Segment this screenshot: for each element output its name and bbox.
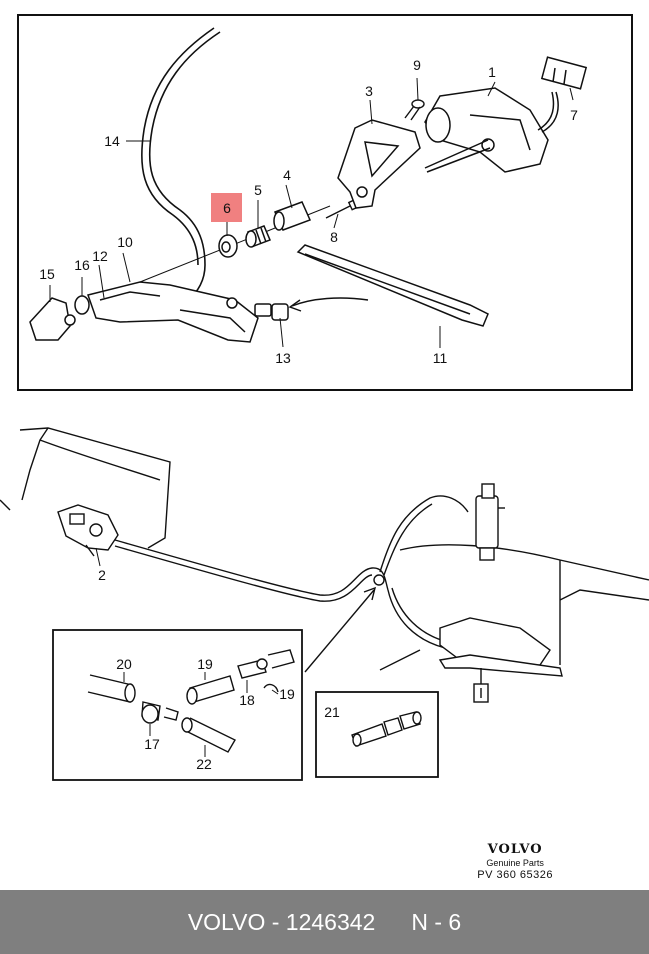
volvo-logo: VOLVO (487, 842, 543, 857)
footer-part-number: VOLVO - 1246342 (187, 908, 376, 935)
callout-3: 3 (365, 83, 373, 99)
callout-13: 13 (275, 350, 291, 366)
callout-9: 9 (413, 57, 421, 73)
bracket-3 (337, 119, 421, 209)
callout-19b: 19 (279, 686, 295, 702)
washer-pump (475, 483, 505, 561)
highlight-box-6 (211, 193, 242, 222)
callout-19a: 19 (197, 656, 213, 672)
nozzle-15 (29, 297, 76, 341)
volvo-brand-block: VOLVO Genuine Parts PV 360 65326 (477, 842, 553, 881)
leader-2 (95, 547, 101, 567)
callout-7: 7 (570, 107, 578, 123)
callout-2: 2 (98, 567, 106, 583)
connector-21 (351, 711, 422, 747)
callout-12: 12 (92, 248, 108, 264)
top-panel-frame (17, 14, 633, 391)
leader-lines-top (49, 77, 574, 348)
arrow-blade-to-13 (288, 297, 369, 312)
callout-16: 16 (74, 257, 90, 273)
nozzle-assembly-2 (57, 504, 119, 557)
wiper-blade-11 (296, 244, 489, 327)
wiper-arm-10 (87, 281, 259, 343)
callout-18: 18 (239, 692, 255, 708)
nut-6 (218, 234, 238, 258)
motor-1 (424, 87, 549, 173)
parts-diagram: 1 3 4 5 6 7 8 9 10 11 12 13 14 15 16 (0, 14, 649, 781)
rear-wiper-mount (438, 617, 563, 703)
connector-13 (254, 303, 289, 321)
drawing-code: PV 360 65326 (477, 869, 553, 881)
connector-7 (537, 56, 588, 133)
callout-21: 21 (324, 704, 340, 720)
callout-4: 4 (283, 167, 291, 183)
callout-20: 20 (116, 656, 132, 672)
sleeve-4 (273, 201, 312, 231)
bushing-5 (245, 225, 271, 248)
nut-16 (74, 295, 90, 315)
hose-junction (373, 574, 385, 586)
genuine-parts-label: Genuine Parts (486, 858, 544, 868)
callout-5: 5 (254, 182, 262, 198)
callout-17: 17 (144, 736, 160, 752)
callout-15: 15 (39, 266, 55, 282)
hose-14 (141, 27, 221, 301)
washer-hose (114, 495, 469, 649)
callout-8: 8 (330, 229, 338, 245)
car-body-outline (0, 427, 649, 671)
footer-reference: N - 6 (411, 908, 462, 935)
screw-9 (404, 99, 425, 121)
callout-11: 11 (433, 350, 448, 366)
leader-lines-inset (123, 672, 279, 757)
arrow-inset-to-junction (304, 586, 376, 673)
callout-1: 1 (488, 64, 496, 80)
callout-10: 10 (117, 234, 133, 250)
inset-hoses-parts (87, 649, 295, 753)
footer-bar: VOLVO - 1246342 N - 6 (0, 890, 649, 954)
inset-box-hoses (52, 629, 303, 781)
callout-6: 6 (223, 200, 231, 216)
callout-22: 22 (196, 756, 212, 772)
callout-14: 14 (104, 133, 120, 149)
